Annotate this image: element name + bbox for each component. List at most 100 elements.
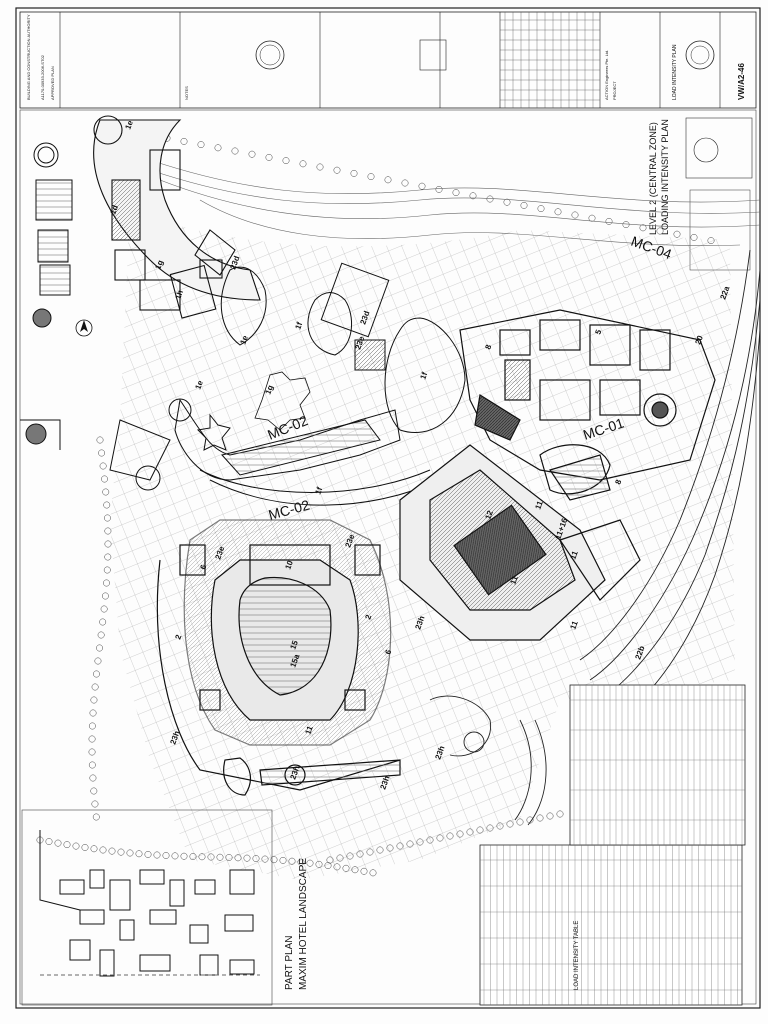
grid-bubble — [605, 217, 613, 225]
authority-text: BUILDING AND CONSTRUCTION AUTHORITY — [26, 14, 31, 100]
drawing-title: LOAD INTENSITY PLAN — [672, 44, 678, 100]
room-label: 11 — [568, 549, 580, 561]
room-label: 1d — [108, 204, 120, 216]
grid-bubble — [406, 840, 414, 848]
grid-bubble — [282, 157, 290, 165]
room-label: 1g — [153, 259, 165, 271]
grid-bubble — [306, 859, 314, 867]
grid-bubble — [384, 176, 392, 184]
grid-bubble — [360, 867, 368, 875]
grid-bubble — [252, 855, 260, 863]
grid-bubble — [435, 185, 443, 193]
grid-bubble — [265, 153, 273, 161]
west-buildings — [93, 115, 261, 319]
room-label: 23e — [213, 545, 226, 561]
room-label: 22b — [633, 645, 646, 661]
room-label: 15a — [288, 653, 301, 669]
grid-bubble — [103, 566, 111, 574]
grid-bubble — [104, 514, 111, 522]
grid-bubble — [367, 173, 375, 181]
grid-bubble — [72, 842, 80, 850]
grid-bubble — [316, 163, 324, 171]
room-label: 1f — [293, 321, 304, 331]
grid-bubble — [214, 144, 222, 152]
project-label: PROJECT — [612, 81, 617, 100]
part-plan-subtitle: MAXIM HOTEL LANDSCAPE — [298, 858, 309, 990]
main-hotel — [156, 519, 401, 796]
grid-bubble — [90, 696, 98, 704]
grid-bubble — [99, 846, 107, 854]
grid-bubble — [197, 141, 205, 149]
grid-bubble — [103, 501, 111, 509]
grid-bubbles — [36, 131, 715, 877]
grid-bubble — [369, 869, 377, 877]
grid-bubble — [346, 852, 354, 860]
grid-bubble — [396, 842, 404, 850]
load-tables — [479, 684, 746, 1006]
room-label: 6 — [383, 648, 393, 656]
grid-bubble — [103, 579, 110, 587]
grid-bubble — [104, 540, 112, 548]
engineer-stamp — [419, 39, 447, 71]
grid-bubble — [126, 849, 134, 857]
room-label: 11 — [568, 619, 580, 631]
grid-bubble — [90, 787, 98, 795]
room-label: 2 — [173, 633, 183, 641]
grid-bubble — [436, 834, 444, 842]
room-label: 6 — [198, 563, 208, 571]
grid-bubble — [102, 488, 110, 496]
room-label: 11 — [533, 499, 545, 511]
east-complex — [399, 309, 716, 641]
grid-bubble — [503, 198, 511, 206]
grid-bubble — [88, 748, 96, 756]
room-label: 23e — [343, 533, 356, 549]
grid-bubble — [91, 683, 99, 691]
approval-text: APPROVED PLAN — [50, 66, 55, 100]
grid-bubble — [486, 195, 494, 203]
grid-bubble — [234, 854, 242, 862]
grid-bubble — [386, 844, 394, 852]
grid-bubble — [556, 810, 564, 818]
grid-bubble — [91, 800, 99, 808]
grid-bubble — [588, 214, 596, 222]
grid-bubble — [537, 205, 545, 213]
grid-bubble — [180, 137, 188, 145]
part-plan-inset — [21, 809, 273, 1006]
north-arrow-icon — [75, 319, 93, 337]
grid-bubble — [45, 838, 53, 846]
grid-bubble — [469, 192, 477, 200]
room-label: 1f — [418, 371, 429, 381]
grid-bubble — [401, 179, 409, 187]
grid-bubble — [452, 189, 460, 197]
grid-bubble — [54, 839, 62, 847]
grid-bubble — [333, 863, 341, 871]
grid-bubble — [171, 852, 179, 860]
grid-bubble — [96, 436, 104, 444]
grid-bubble — [342, 864, 350, 872]
grid-bubble — [261, 855, 269, 863]
grid-bubble — [63, 841, 71, 849]
grid-bubble — [89, 774, 97, 782]
grid-bubble — [297, 858, 305, 866]
grid-bubble — [326, 856, 334, 864]
grid-bubble — [476, 826, 484, 834]
room-label: 11 — [508, 574, 520, 586]
room-label: 23h — [288, 765, 301, 781]
grid-bubble — [288, 857, 296, 865]
grid-bubble — [104, 527, 112, 535]
grid-bubble — [486, 824, 494, 832]
grid-bubble — [88, 761, 96, 769]
grid-bubble — [96, 644, 103, 652]
pe-seal — [685, 40, 715, 70]
central-garden — [109, 262, 466, 506]
grid-bubble — [356, 850, 364, 858]
grid-bubble — [231, 147, 239, 155]
grid-bubble — [93, 670, 100, 678]
grid-bubble — [516, 818, 524, 826]
room-label: 20 — [693, 334, 705, 346]
grid-bubble — [571, 211, 579, 219]
grid-bubble — [144, 850, 152, 858]
approval-stamp — [255, 40, 285, 70]
